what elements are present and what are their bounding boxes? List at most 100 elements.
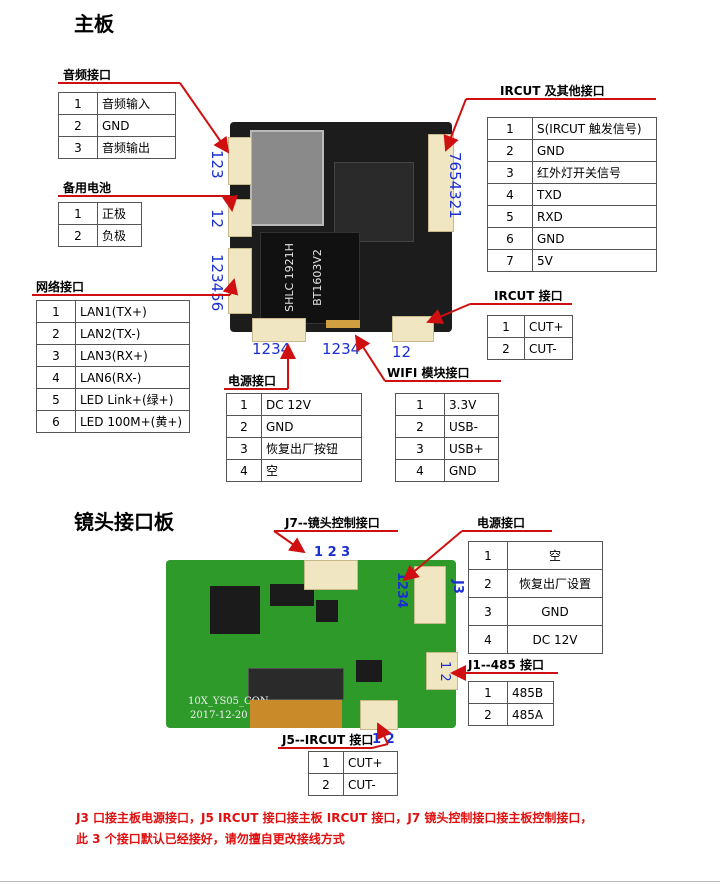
main-soc-chip: SHLC 1921H BT1603V2 (260, 232, 360, 324)
j5-label: J5--IRCUT 接口 (282, 733, 374, 747)
battery-label: 备用电池 (63, 181, 112, 195)
ircut-other-label: IRCUT 及其他接口 (500, 84, 605, 98)
j5-connector (360, 700, 398, 730)
j1-pin-numbers: 1 2 (437, 661, 452, 682)
j7-underline (274, 530, 398, 532)
ircut-other-underline (466, 98, 656, 100)
audio-label: 音频接口 (63, 68, 112, 82)
j1-underline (462, 672, 558, 674)
main-board-pcb: SHLC 1921H BT1603V2 (230, 122, 452, 332)
power-label: 电源接口 (228, 374, 277, 388)
wifi-underline (385, 380, 501, 382)
lens-power-pin-numbers: 1234 (394, 572, 409, 609)
j7-connector (304, 560, 358, 590)
wifi-header (326, 320, 360, 328)
j5-pin-numbers: 1 2 (372, 732, 395, 747)
j3-connector (414, 566, 446, 624)
wifi-label: WIFI 模块接口 (387, 366, 470, 380)
j7-label: J7--镜头控制接口 (285, 516, 380, 530)
board-model-text: 10X_YS05_CON (188, 696, 269, 707)
wifi-pin-numbers: 1234 (322, 340, 361, 358)
power-pin-numbers: 1234 (252, 340, 291, 358)
network-connector (228, 248, 252, 314)
power-connector (252, 318, 306, 342)
chip-text-1: SHLC 1921H (282, 243, 296, 312)
network-pin-numbers: 123456 (208, 254, 226, 312)
battery-underline (58, 195, 230, 197)
j5-underline (278, 747, 372, 749)
battery-connector (228, 199, 252, 237)
audio-connector (228, 137, 252, 185)
audio-pin-numbers: 123 (208, 150, 226, 179)
ircut-pin-numbers: 12 (392, 343, 412, 361)
lens-board-title: 镜头接口板 (74, 510, 174, 534)
ribbon-cable (250, 700, 342, 728)
power-underline (224, 388, 288, 390)
main-board-title: 主板 (74, 12, 114, 36)
ircut-connector (392, 316, 434, 342)
lens-chip-3 (316, 600, 338, 622)
lens-chip-2 (270, 584, 314, 606)
note-line-1: J3 口接主板电源接口，J5 IRCUT 接口接主板 IRCUT 接口，J7 镜… (76, 811, 593, 825)
note-line-2: 此 3 个接口默认已经接好，请勿擅自更改接线方式 (76, 832, 345, 846)
battery-pin-numbers: 12 (208, 209, 226, 229)
lens-chip-1 (210, 586, 260, 634)
j1-label: J1--485 接口 (468, 658, 545, 672)
lens-power-label: 电源接口 (477, 516, 526, 530)
bottom-divider (0, 881, 720, 882)
fpc-connector (248, 668, 344, 700)
audio-underline (58, 82, 180, 84)
ircut-other-pin-numbers: 7654321 (446, 152, 464, 219)
chip-text-2: BT1603V2 (310, 249, 324, 306)
j3-label: J3 (450, 580, 465, 594)
ircut-label: IRCUT 接口 (494, 289, 563, 303)
board-date-text: 2017-12-20 (190, 710, 248, 721)
network-underline (32, 294, 230, 296)
lens-chip-4 (356, 660, 382, 682)
lens-power-underline (462, 530, 552, 532)
